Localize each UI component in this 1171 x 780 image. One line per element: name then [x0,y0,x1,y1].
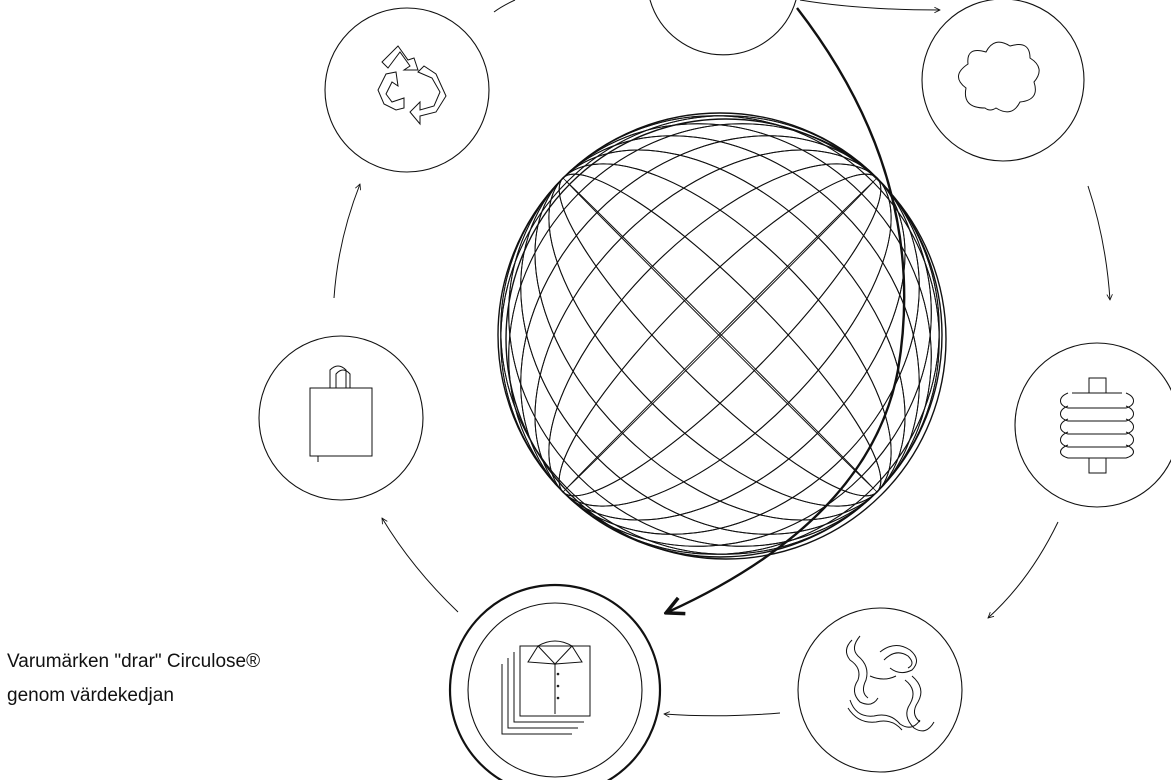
sphere-meridian [528,143,912,527]
stage-fibres [798,608,962,772]
sphere-meridian [562,177,877,492]
cotton-cloud-icon [958,42,1039,112]
globe-wire-sphere-icon [410,25,1030,645]
stage-cotton [922,0,1084,161]
arrow-cotton-to-spool [1088,186,1110,300]
sphere-meridian [465,80,975,590]
stage-recycling [325,8,489,172]
sphere-meridian [465,80,975,590]
folded-shirt-icon [502,641,590,734]
yarn-spool-icon [1061,378,1134,473]
arrow-top-to-cotton [800,0,940,10]
sphere-meridian [528,143,912,527]
sphere-meridian [495,110,945,560]
caption-line-1: Varumärken "drar" Circulose® [7,645,367,679]
pull-arrow [668,8,904,612]
sphere-meridian [422,37,1019,634]
caption-text: Varumärken "drar" Circulose® genom värde… [7,645,367,713]
sphere-meridian [422,37,1019,634]
arrow-bag-to-recycling [334,184,360,298]
sphere-meridian [410,25,1030,645]
caption-line-2: genom värdekedjan [7,679,367,713]
stage-top [650,0,796,55]
arrow-fibres-to-garment [664,713,780,716]
sphere-meridian [495,110,945,560]
stage-garment [450,585,660,780]
fibre-tangle-icon [846,636,934,731]
sphere-meridian [562,177,877,492]
arrow-recycling-to-top [494,0,515,12]
sphere-meridian [465,80,975,590]
sphere-meridian [465,80,975,590]
sphere-meridian [440,55,999,614]
sphere-meridian [495,110,945,560]
stage-spool [1015,343,1171,507]
sphere-meridian [410,25,1030,645]
arrow-garment-to-bag [382,518,458,612]
sphere-meridian [528,143,912,527]
sphere-meridian [422,37,1019,634]
sphere-meridian [440,55,999,614]
sphere-meridian [528,143,912,527]
recycle-icon [378,46,446,124]
sphere-meridian [440,55,999,614]
arrow-spool-to-fibres [988,522,1058,618]
flow-arrows [334,0,1110,716]
sphere-meridian [422,37,1019,634]
sphere-meridian [440,55,999,614]
sphere-meridian [410,25,1030,645]
stage-shopping-bag [259,336,423,500]
sphere-meridian [495,110,945,560]
sphere-meridian [410,25,1030,645]
shopping-bag-icon [310,366,372,462]
